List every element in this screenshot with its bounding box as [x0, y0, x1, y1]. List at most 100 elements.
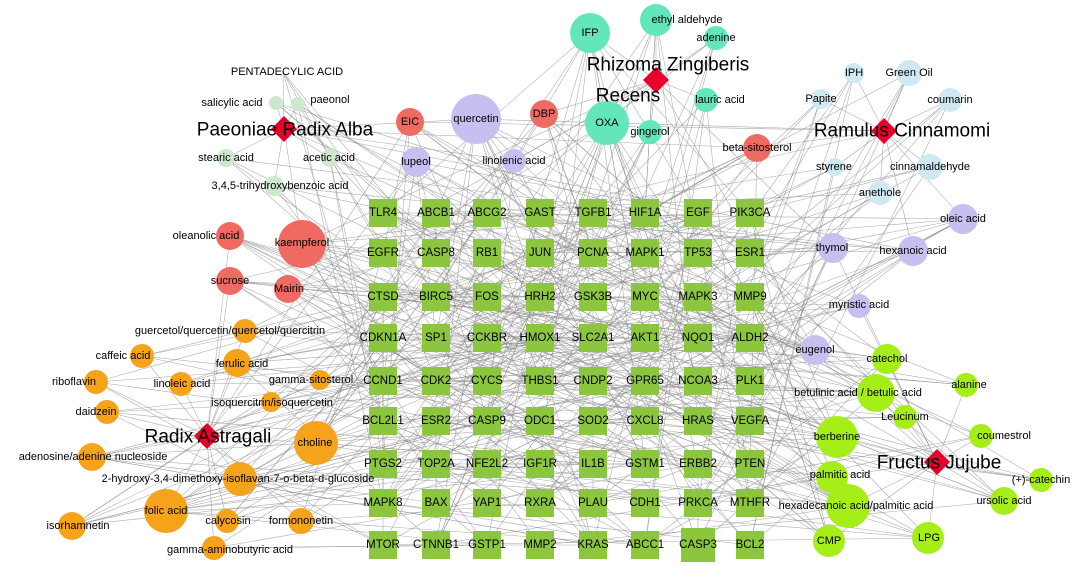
- edge-target-daidzein: [106, 411, 646, 465]
- edge-target-eic: [409, 121, 594, 546]
- edge-target-oxa: [606, 122, 699, 339]
- ingredient-node-gamma-sitosterol: [310, 370, 330, 390]
- target-label-cdkn1a: CDKN1A: [360, 332, 407, 344]
- target-node-gpr65: [631, 367, 659, 395]
- edge-target-cinnamaldehyde: [749, 166, 931, 422]
- target-node-kras: [579, 531, 607, 559]
- ingredient-label-acetic-acid: acetic acid: [303, 152, 355, 164]
- ingredient-label-berberine: berberine: [814, 431, 860, 443]
- target-node-rb1: [473, 239, 501, 267]
- herb-label-paeoniae: Paeoniae Radix Alba: [197, 120, 374, 141]
- target-node-sod2: [579, 407, 607, 435]
- target-node-mmp2: [526, 531, 554, 559]
- ingredient-label-adenosine-adenine-nucleoside: adenosine/adenine nucleoside: [19, 451, 168, 463]
- edge-herb2-linolenic-acid: [513, 79, 657, 162]
- ingredient-label-myristic-acid: myristic acid: [829, 299, 890, 311]
- target-node-mmp9: [736, 283, 764, 311]
- ingredient-label-stearic-acid: stearic acid: [198, 152, 254, 164]
- ingredient-node-ifp: [570, 13, 610, 53]
- ingredient-node-sucrose: [216, 267, 244, 295]
- edge-herb-sucrose: [206, 280, 231, 437]
- herb-label-astragali: Radix Astragali: [145, 427, 272, 448]
- target-label-esr2: ESR2: [421, 415, 451, 427]
- target-label-sp1: SP1: [425, 332, 447, 344]
- target-node-tp53: [684, 239, 712, 267]
- ingredient-node-hexadecanoic-acid-palmitic-acid: [826, 484, 870, 528]
- ingredient-label-sucrose: sucrose: [211, 275, 250, 287]
- target-label-ctsd: CTSD: [367, 291, 398, 303]
- target-label-pik3ca: PIK3CA: [730, 207, 771, 219]
- edge-target-target: [382, 420, 488, 465]
- target-node-nfe2l2: [473, 450, 501, 478]
- target-label-rxra: RXRA: [524, 497, 556, 509]
- edge-herb-coumarin: [883, 99, 951, 132]
- ingredient-label-guercetol-quercetin-quercetol-quercitrin: guercetol/quercetin/quercetol/quercitrin: [135, 325, 325, 337]
- ingredient-label-beta-sitosterol: beta-sitosterol: [722, 142, 791, 154]
- edge-target-hexadecanoic-acid-palmitic-acid: [486, 420, 849, 507]
- ingredient-node-isoquercitrin-isoquercetin: [261, 392, 281, 412]
- target-node-hrh2: [526, 283, 554, 311]
- target-node-casp9: [473, 407, 501, 435]
- edge-target-beta-sitosterol: [644, 147, 758, 214]
- ingredient-node-ethyl-aldehyde: [640, 4, 672, 36]
- ingredient-node-berberine: [816, 416, 858, 458]
- ingredient-node-linolenic-acid: [502, 149, 526, 173]
- edge-target-target: [486, 296, 751, 422]
- target-label-egf: EGF: [686, 207, 710, 219]
- target-node-vegfa: [736, 407, 764, 435]
- edge-herb-myristic-acid: [858, 305, 938, 463]
- edge-target-folic-acid: [165, 420, 488, 512]
- target-node-prkca: [684, 489, 712, 517]
- target-node-hmox1: [526, 324, 554, 352]
- herb-label-jujube: Fructus Jujube: [877, 453, 1002, 474]
- target-node-igf1r: [526, 450, 554, 478]
- target-node-ctnnb1: [422, 531, 450, 559]
- ingredient-label-caffeic-acid: caffeic acid: [96, 350, 151, 362]
- edge-herb-papite: [820, 98, 885, 132]
- edge-target-papite: [697, 98, 822, 465]
- target-node-ncoa3: [684, 367, 712, 395]
- target-node-plau: [579, 489, 607, 517]
- edge-target-folic-acid: [165, 337, 437, 512]
- target-label-tlr4: TLR4: [369, 207, 398, 219]
- target-label-plk1: PLK1: [736, 375, 764, 387]
- edge-herb-thymol: [655, 79, 834, 249]
- target-node-ctsd: [369, 283, 397, 311]
- edge-target-berberine: [749, 337, 838, 438]
- target-label-igf1r: IGF1R: [523, 458, 557, 470]
- edge-target-folic-acid: [165, 510, 646, 546]
- edge-target-gingerol: [382, 131, 651, 504]
- ingredient-node-betulinic-acid-betulic-acid: [857, 374, 895, 412]
- edge-target-dbp: [543, 113, 699, 546]
- edge-target-quercetin: [475, 118, 751, 254]
- edge-target-target: [539, 337, 751, 382]
- edge-target-target: [592, 212, 751, 465]
- edge-herb-stearic-acid: [225, 128, 285, 159]
- edge-target-target: [486, 296, 594, 422]
- target-label-cdh1: CDH1: [629, 497, 660, 509]
- target-node-akt1: [631, 324, 659, 352]
- edge-herb-adenosine-adenine-nucleoside: [91, 435, 208, 458]
- edge-target-target: [592, 296, 751, 382]
- ingredient-node-lupeol: [401, 147, 431, 177]
- ingredient-node-calycosin: [215, 509, 239, 533]
- ingredient-node-alanine: [954, 373, 978, 397]
- edge-target-target: [486, 296, 646, 504]
- edge-herb-daidzein: [106, 411, 208, 437]
- target-label-birc5: BIRC5: [419, 291, 453, 303]
- edge-target-thymol: [697, 247, 834, 504]
- edge-target-target: [644, 296, 751, 504]
- ingredient-label-papite: Papite: [805, 93, 836, 105]
- target-node-birc5: [422, 283, 450, 311]
- ingredient-label-kaempferol: kaempferol: [275, 237, 329, 249]
- ingredient-node-myristic-acid: [847, 294, 871, 318]
- ingredient-label-formononetin: formononetin: [269, 515, 333, 527]
- ingredient-label-gamma-aminobutyric-acid: gamma-aminobutyric acid: [167, 544, 293, 556]
- ingredient-node-catechol: [872, 344, 902, 374]
- target-label-rb1: RB1: [476, 247, 498, 259]
- target-node-aldh2: [736, 324, 764, 352]
- edge-herb2-eugenol: [655, 79, 816, 351]
- ingredient-label-mairin: Mairin: [274, 283, 304, 295]
- edge-target-adenosine-adenine-nucleoside: [91, 337, 541, 458]
- edge-target-betulinic-acid-betulic-acid: [539, 252, 877, 394]
